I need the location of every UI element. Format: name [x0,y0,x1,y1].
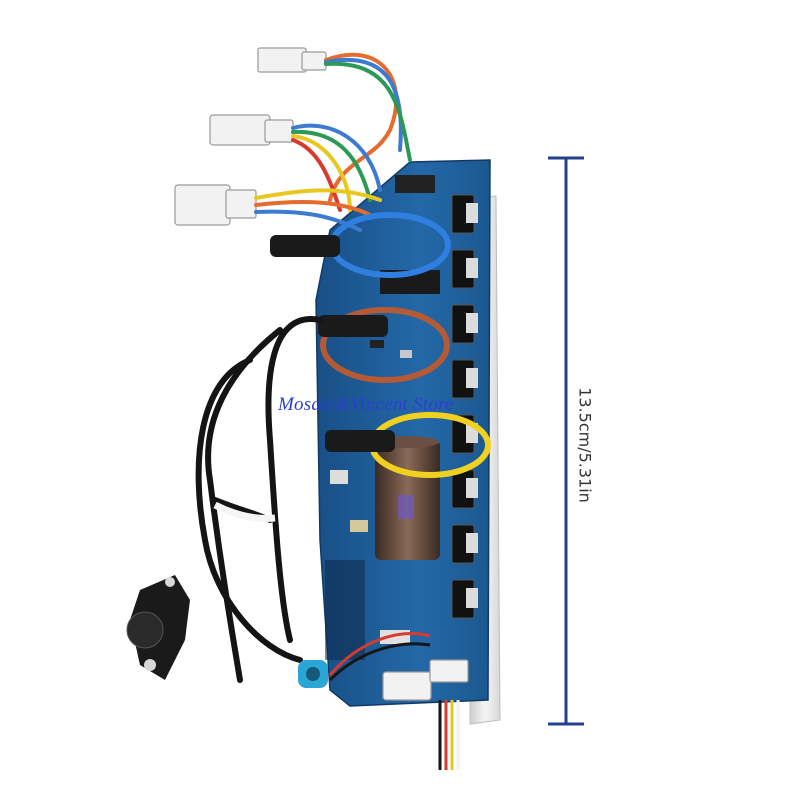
dimension-label: 13.5cm/5.31in [575,387,595,503]
bullet-plugs [270,235,395,452]
motor-wires [254,52,412,232]
mosfet-tabs [466,203,478,608]
throttle-cable [195,316,323,683]
store-watermark: Mosaic&Vincent Store [278,394,454,415]
adjust-knob [126,575,190,680]
signal-wires [328,632,460,770]
round-connector [298,660,328,688]
dimension-indicator [548,156,584,726]
cable-tie [213,501,276,522]
connectors [174,47,469,701]
capacitor [375,436,440,560]
